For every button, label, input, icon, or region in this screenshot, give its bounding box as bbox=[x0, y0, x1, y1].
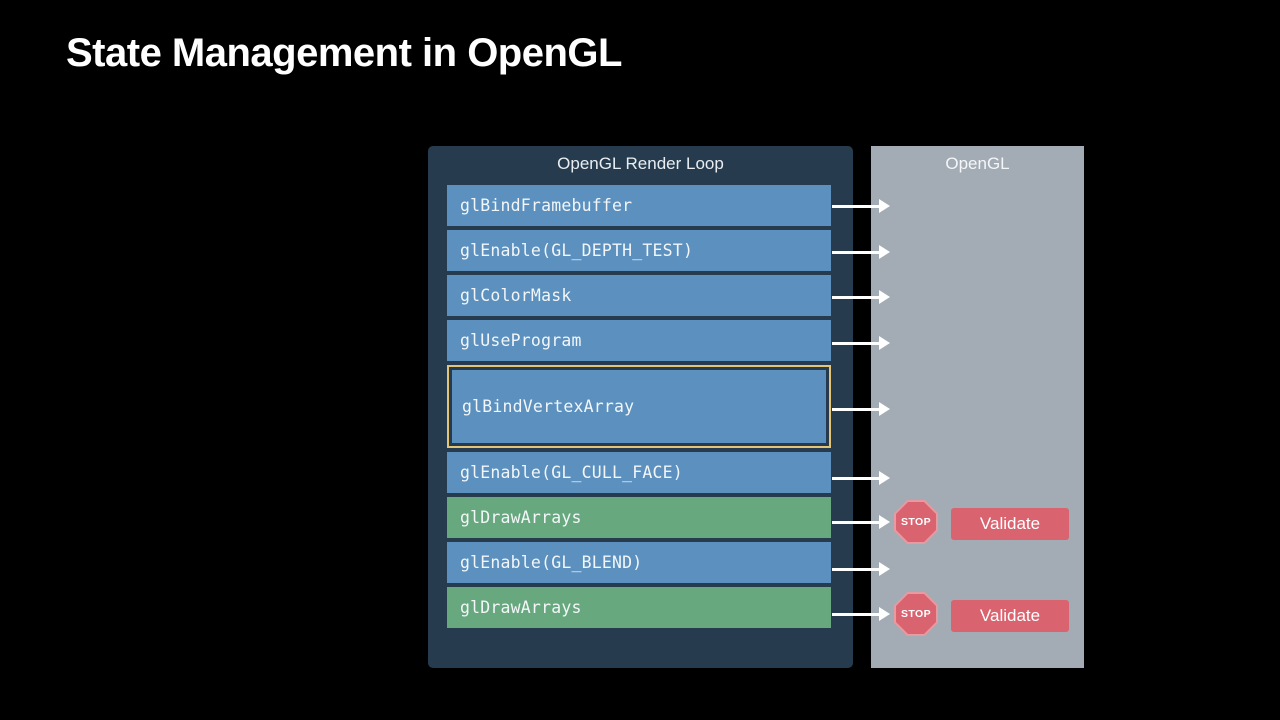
arrow-icon-call-1 bbox=[832, 199, 890, 213]
arrow-head bbox=[879, 515, 890, 529]
gl-call-label: glUseProgram bbox=[460, 331, 582, 350]
gl-call-label: glDrawArrays bbox=[460, 508, 582, 527]
validate-chip-2[interactable]: Validate bbox=[951, 600, 1069, 632]
arrow-shaft bbox=[832, 613, 879, 616]
gl-call-box-glenable-cull-face[interactable]: glEnable(GL_CULL_FACE) bbox=[447, 452, 831, 493]
arrow-shaft bbox=[832, 408, 879, 411]
arrow-icon-call-9 bbox=[832, 607, 890, 621]
gl-call-box-gluseprogram[interactable]: glUseProgram bbox=[447, 320, 831, 361]
gl-call-label: glEnable(GL_BLEND) bbox=[460, 553, 643, 572]
arrow-head bbox=[879, 471, 890, 485]
validate-label: Validate bbox=[979, 606, 1041, 625]
gl-call-highlight-inner: glBindVertexArray bbox=[452, 370, 826, 443]
opengl-panel: OpenGL bbox=[871, 146, 1084, 668]
gl-call-label: glEnable(GL_DEPTH_TEST) bbox=[460, 241, 694, 260]
gl-call-box-glbindframebuffer[interactable]: glBindFramebuffer bbox=[447, 185, 831, 226]
gl-call-box-glenable-blend[interactable]: glEnable(GL_BLEND) bbox=[447, 542, 831, 583]
arrow-shaft bbox=[832, 477, 879, 480]
gl-call-box-glcolormask[interactable]: glColorMask bbox=[447, 275, 831, 316]
validate-label: Validate bbox=[979, 514, 1041, 533]
gl-call-box-gldrawarrays-1[interactable]: glDrawArrays bbox=[447, 497, 831, 538]
gl-call-box-glenable-depth-test[interactable]: glEnable(GL_DEPTH_TEST) bbox=[447, 230, 831, 271]
stop-sign-icon-1: STOP bbox=[894, 500, 938, 544]
arrow-icon-call-4 bbox=[832, 336, 890, 350]
arrow-head bbox=[879, 607, 890, 621]
arrow-shaft bbox=[832, 568, 879, 571]
arrow-icon-call-5 bbox=[832, 402, 890, 416]
arrow-icon-call-6 bbox=[832, 471, 890, 485]
validate-chip-1[interactable]: Validate bbox=[951, 508, 1069, 540]
arrow-icon-call-3 bbox=[832, 290, 890, 304]
gl-call-label: glDrawArrays bbox=[460, 598, 582, 617]
gl-call-list: glBindFramebuffer glEnable(GL_DEPTH_TEST… bbox=[447, 185, 831, 632]
arrow-shaft bbox=[832, 342, 879, 345]
gl-call-label: glBindFramebuffer bbox=[460, 196, 633, 215]
arrow-icon-call-7 bbox=[832, 515, 890, 529]
arrow-shaft bbox=[832, 205, 879, 208]
arrow-head bbox=[879, 199, 890, 213]
opengl-panel-title: OpenGL bbox=[945, 154, 1010, 173]
stop-sign-label-1: STOP bbox=[896, 502, 936, 542]
arrow-shaft bbox=[832, 521, 879, 524]
gl-call-label: glColorMask bbox=[460, 286, 572, 305]
arrow-head bbox=[879, 245, 890, 259]
gl-call-label: glEnable(GL_CULL_FACE) bbox=[460, 463, 683, 482]
render-loop-panel-title: OpenGL Render Loop bbox=[557, 154, 724, 173]
gl-call-label: glBindVertexArray bbox=[462, 397, 635, 416]
arrow-head bbox=[879, 402, 890, 416]
arrow-head bbox=[879, 562, 890, 576]
arrow-shaft bbox=[832, 251, 879, 254]
render-loop-panel: OpenGL Render Loop glBindFramebuffer glE… bbox=[428, 146, 853, 668]
arrow-head bbox=[879, 290, 890, 304]
arrow-icon-call-8 bbox=[832, 562, 890, 576]
arrow-head bbox=[879, 336, 890, 350]
arrow-shaft bbox=[832, 296, 879, 299]
stop-sign-icon-2: STOP bbox=[894, 592, 938, 636]
gl-call-box-gldrawarrays-2[interactable]: glDrawArrays bbox=[447, 587, 831, 628]
arrow-icon-call-2 bbox=[832, 245, 890, 259]
gl-call-box-glbindvertexarray-highlighted[interactable]: glBindVertexArray bbox=[447, 365, 831, 448]
stop-sign-label-2: STOP bbox=[896, 594, 936, 634]
page-title: State Management in OpenGL bbox=[66, 31, 622, 75]
